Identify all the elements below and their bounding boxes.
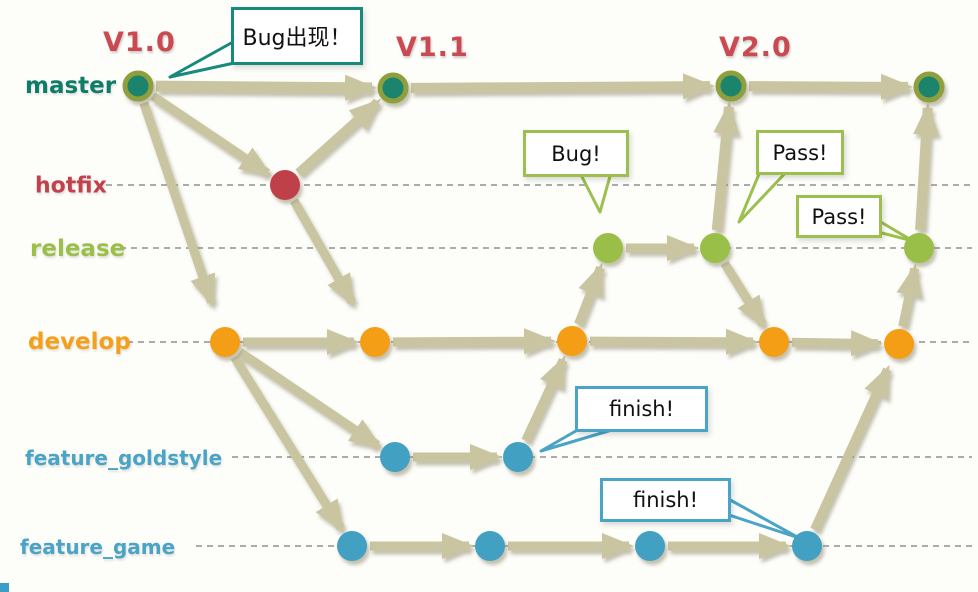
commits: [122, 70, 945, 561]
commit-F1: [337, 531, 367, 561]
arrow-M1-H1: [150, 92, 272, 178]
commit-D4: [759, 327, 789, 357]
callout-text: Pass!: [772, 140, 828, 165]
commit-F2: [475, 531, 505, 561]
arrow-M1-D1: [139, 101, 216, 307]
arrow-F4-D5: [810, 364, 892, 532]
arrow-H1-M2: [295, 98, 382, 177]
lane-label-hotfix: hotfix: [35, 173, 107, 199]
commit-D2: [360, 327, 390, 357]
commit-R1: [593, 233, 623, 263]
commit-F4: [792, 531, 822, 561]
arrows: [139, 73, 939, 559]
version-tag-v1-1: V1.1: [396, 32, 469, 63]
arrow-D1-G1: [237, 348, 382, 449]
arrow-M1-M2: [155, 74, 378, 101]
callout-bug: Bug!: [523, 130, 629, 177]
arrow-R2-M3: [711, 101, 740, 231]
callout-finish-1: finish!: [575, 386, 708, 432]
lane-label-feature-game: feature_game: [20, 535, 176, 559]
arrow-D5-R3: [896, 263, 922, 328]
callout-text: finish!: [632, 488, 699, 512]
arrow-H1-D2: [290, 198, 357, 307]
commit-M4: [913, 71, 945, 103]
arrow-R2-D4: [720, 260, 767, 329]
arrow-D4-D5: [791, 330, 884, 357]
callout-text: finish!: [608, 397, 675, 421]
callout-text: Pass!: [811, 204, 867, 229]
callout-text: Bug出现！: [242, 26, 352, 51]
lane-label-master: master: [25, 73, 117, 99]
commit-H1: [270, 170, 300, 200]
callout-finish-2: finish!: [600, 478, 731, 522]
arrow-D3-D4: [589, 328, 759, 355]
callout-bug-appear: Bug出现！: [231, 7, 363, 65]
tail-bug: [576, 168, 614, 214]
commit-G2: [503, 442, 533, 472]
tail-bug-appear: [168, 40, 249, 79]
tail-finish-2: [722, 494, 801, 540]
commit-D3: [557, 326, 587, 356]
commit-M1: [122, 70, 154, 102]
arrow-D1-F1: [230, 354, 345, 533]
arrow-D3-R1: [574, 262, 605, 326]
lane-label-feature-goldstyle: feature_goldstyle: [25, 446, 223, 470]
commit-R2: [700, 233, 730, 263]
arrow-D2-D3: [392, 328, 557, 355]
arrow-M3-M4: [748, 73, 914, 100]
commit-R3: [904, 233, 934, 263]
commit-F3: [635, 531, 665, 561]
arrow-R3-M4: [913, 102, 939, 231]
commit-M2: [377, 72, 409, 104]
arrow-G2-D3: [521, 355, 568, 443]
version-tag-v1-0: V1.0: [103, 27, 176, 58]
commit-G1: [380, 442, 410, 472]
commit-D5: [884, 329, 914, 359]
tail-pass-1: [737, 165, 793, 224]
commit-M3: [715, 70, 747, 102]
callout-text: Bug!: [551, 141, 601, 166]
lane-label-develop: develop: [28, 329, 131, 355]
arrow-M2-M3: [410, 73, 716, 100]
version-tag-v2-0: V2.0: [719, 32, 792, 63]
corner-artifact: [0, 583, 9, 592]
callout-pass-2: Pass!: [796, 195, 882, 238]
commit-D1: [210, 327, 240, 357]
callout-pass-1: Pass!: [756, 130, 844, 175]
callout-tails: [168, 40, 915, 540]
lane-label-release: release: [30, 236, 126, 262]
